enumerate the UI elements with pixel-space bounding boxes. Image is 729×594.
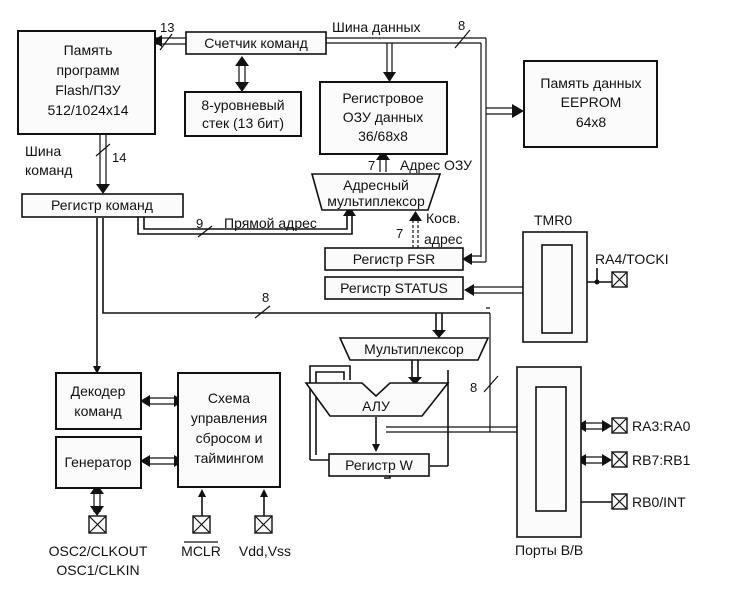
decoder-block: Декодер команд	[55, 372, 142, 430]
addr-mux-line-1: Адресный	[343, 177, 409, 193]
status-label: Регистр STATUS	[340, 280, 448, 296]
pin-rb7-icon	[611, 451, 628, 468]
stack-line-2: стек (13 бит)	[202, 115, 284, 131]
pin-ra3-label: RA3:RA0	[632, 418, 691, 434]
width-label-14: 14	[112, 150, 126, 165]
width-label-7-ind: 7	[396, 226, 403, 241]
addr-mux-line-2: мультиплексор	[327, 193, 425, 209]
tmr0-label: TMR0	[534, 212, 572, 228]
pin-osc-icon	[88, 515, 107, 534]
width-label-7-ram: 7	[368, 158, 375, 173]
instr-register-label: Регистр команд	[51, 197, 153, 213]
eeprom-block: Память данных EEPROM 64x8	[523, 60, 658, 148]
program-memory-block: Память программ Flash/ПЗУ 512/1024x14	[17, 30, 156, 135]
width-label-9: 9	[196, 216, 203, 231]
mux-block: Мультиплексор	[338, 337, 490, 361]
control-line-4: таймингом	[194, 450, 263, 466]
data-bus-label: Шина данных	[332, 19, 421, 35]
program-counter-label: Счетчик команд	[204, 35, 308, 51]
program-memory-line-3: Flash/ПЗУ	[55, 82, 120, 98]
mux-label: Мультиплексор	[364, 341, 464, 357]
pin-ra4-icon	[611, 271, 628, 288]
pin-osc2-label: OSC2/CLKOUT	[49, 543, 148, 559]
width-label-8-mid: 8	[262, 290, 269, 305]
indirect-address-label-1: Косв.	[426, 210, 460, 226]
instr-bus-label-2: команд	[25, 162, 72, 178]
decoder-line-2: команд	[74, 403, 121, 419]
eeprom-line-3: 64x8	[576, 114, 607, 130]
pin-vdd-icon	[254, 515, 273, 534]
generator-block: Генератор	[55, 436, 142, 489]
fsr-label: Регистр FSR	[353, 251, 436, 267]
ram-block: Регистровое ОЗУ данных 36/68x8	[319, 81, 448, 155]
control-line-3: сбросом и	[196, 430, 263, 446]
program-memory-line-4: 512/1024x14	[48, 102, 129, 118]
control-line-1: Схема	[208, 390, 250, 406]
fsr-block: Регистр FSR	[324, 247, 464, 271]
pin-rb0-icon	[611, 493, 628, 510]
width-label-8-right: 8	[470, 380, 477, 395]
ports-block: Порты В/В	[515, 366, 583, 558]
status-block: Регистр STATUS	[324, 276, 464, 300]
indirect-address-label-2: адрес	[424, 231, 463, 247]
ram-line-2: ОЗУ данных	[343, 109, 423, 125]
ports-label: Порты В/В	[515, 542, 583, 558]
pin-ra4-label: RA4/TOCKI	[595, 251, 669, 267]
eeprom-line-1: Память данных	[540, 75, 641, 91]
program-memory-line-2: программ	[56, 62, 119, 78]
pin-ra3-icon	[611, 417, 628, 434]
stack-block: 8-уровневый стек (13 бит)	[184, 91, 302, 137]
width-label-8-top: 8	[458, 18, 465, 33]
stack-line-1: 8-уровневый	[201, 97, 284, 113]
pin-rb0-label: RB0/INT	[632, 494, 686, 510]
program-counter-block: Счетчик команд	[185, 31, 327, 55]
pin-rb7-label: RB7:RB1	[632, 452, 691, 468]
bus-width-ticks	[95, 29, 499, 393]
alu-label: АЛУ	[362, 398, 390, 414]
pin-mclr-label: MCLR	[181, 543, 221, 559]
pin-vdd-label: Vdd,Vss	[239, 543, 291, 559]
width-label-13: 13	[160, 20, 174, 35]
w-register-label: Регистр W	[345, 457, 414, 473]
addr-mux-block: Адресный мультиплексор	[310, 173, 442, 211]
instr-register-block: Регистр команд	[21, 193, 184, 218]
decoder-line-1: Декодер	[71, 383, 126, 399]
ram-line-1: Регистровое	[342, 90, 423, 106]
ram-line-3: 36/68x8	[358, 128, 408, 144]
control-line-2: управления	[191, 410, 267, 426]
pin-osc1-label: OSC1/CLKIN	[56, 562, 139, 578]
w-register-block: Регистр W	[328, 453, 430, 477]
eeprom-line-2: EEPROM	[561, 94, 622, 110]
control-block: Схема управления сбросом и таймингом	[177, 372, 281, 488]
ram-address-label: Адрес ОЗУ	[400, 157, 472, 173]
program-memory-line-1: Память	[64, 42, 113, 58]
direct-address-label: Прямой адрес	[224, 215, 317, 231]
pin-mclr-icon	[192, 515, 211, 534]
instr-bus-label-1: Шина	[25, 143, 61, 159]
generator-label: Генератор	[64, 454, 131, 470]
alu-block: АЛУ	[304, 382, 450, 417]
tmr0-block: TMR0	[522, 212, 588, 343]
